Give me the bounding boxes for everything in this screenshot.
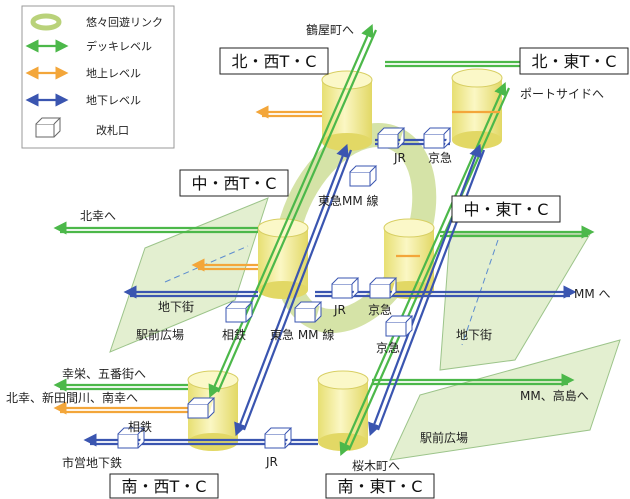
gate-jr-north (377, 127, 406, 149)
gate-keikyu-low (385, 315, 414, 337)
area-chikagai-east: 地下街 (456, 328, 492, 342)
terminal-north-east: 北・東T・C (532, 52, 617, 71)
gate-keikyu-north (423, 127, 452, 149)
station-labels: JR 京急 東急MM 線 JR 京急 相鉄 東急 MM 線 京急 相鉄 JR (128, 150, 452, 469)
ticket-gates (117, 127, 452, 449)
legend-gate-label: 改札口 (96, 123, 129, 137)
plaza-east (439, 233, 591, 371)
dest-kitasaiwai-nitta: 北幸、新田間川、南幸へ (6, 390, 138, 405)
area-labels: 地下街 駅前広場 地下街 駅前広場 (136, 300, 492, 445)
gate-sotetsu-mid (225, 301, 254, 323)
station-keikyu-mid: 京急 (368, 302, 392, 317)
dest-kitasaiwai: 北幸へ (80, 209, 116, 223)
station-jr-mid: JR (333, 303, 346, 317)
legend-loop-label: 悠々回遊リンク (86, 15, 163, 29)
dest-mm-takashima: MM、高島へ (520, 388, 589, 403)
station-toyoko-mm-low: 東急 MM 線 (270, 327, 334, 342)
station-keikyu-low: 京急 (376, 340, 400, 355)
dest-tsuruya: 鶴屋町へ (306, 22, 354, 37)
area-ekimae-west: 駅前広場 (136, 327, 184, 342)
gate-jr-mid (331, 277, 360, 299)
loop-icon (30, 13, 62, 31)
legend-ground-label: 地上レベル (86, 67, 141, 80)
gate-sotetsu-south (187, 397, 216, 419)
station-jr-south: JR (265, 455, 278, 469)
gate-shiei-south (117, 427, 146, 449)
dest-portside: ポートサイドへ (520, 87, 604, 101)
area-ekimae-east: 駅前広場 (420, 430, 468, 445)
station-toyoko-mm-mid: 東急MM 線 (318, 193, 379, 208)
gate-toyoko-mid (349, 165, 378, 187)
station-sotetsu-mid: 相鉄 (222, 327, 246, 342)
station-keikyu-north: 京急 (428, 150, 452, 165)
area-chikagai-west: 地下街 (158, 300, 194, 314)
gate-icon (35, 117, 62, 138)
destination-labels: 鶴屋町へ ポートサイドへ 北幸へ MM へ 幸栄、五番街へ 北幸、新田間川、南幸… (6, 22, 611, 473)
gate-keikyu-mid (369, 277, 398, 299)
station-sotetsu-south: 相鉄 (128, 419, 152, 434)
terminal-north-west: 北・西T・C (232, 52, 317, 71)
terminal-mid-west: 中・西T・C (192, 174, 277, 193)
dest-sakuragicho: 桜木町へ (352, 459, 400, 473)
legend-deck-label: デッキレベル (86, 39, 152, 53)
legend-underground-label: 地下レベル (86, 94, 141, 107)
dest-kouei: 幸栄、五番街へ (62, 367, 146, 381)
terminal-south-west: 南・西T・C (122, 477, 207, 496)
dest-shiei: 市営地下鉄 (62, 455, 122, 470)
terminal-mid-east: 中・東T・C (464, 200, 549, 219)
gate-jr-south (264, 427, 293, 449)
terminal-south-east: 南・東T・C (338, 477, 423, 496)
dest-mm: MM へ (574, 287, 611, 301)
terminal-labels: 北・西T・C 北・東T・C 中・西T・C 中・東T・C 南・西T・C 南・東T・… (109, 47, 629, 499)
legend: 悠々回遊リンク デッキレベル 地上レベル 地下レベル 改札口 (21, 5, 175, 149)
station-jr-north: JR (393, 151, 406, 165)
gate-toyoko-low (294, 301, 323, 323)
